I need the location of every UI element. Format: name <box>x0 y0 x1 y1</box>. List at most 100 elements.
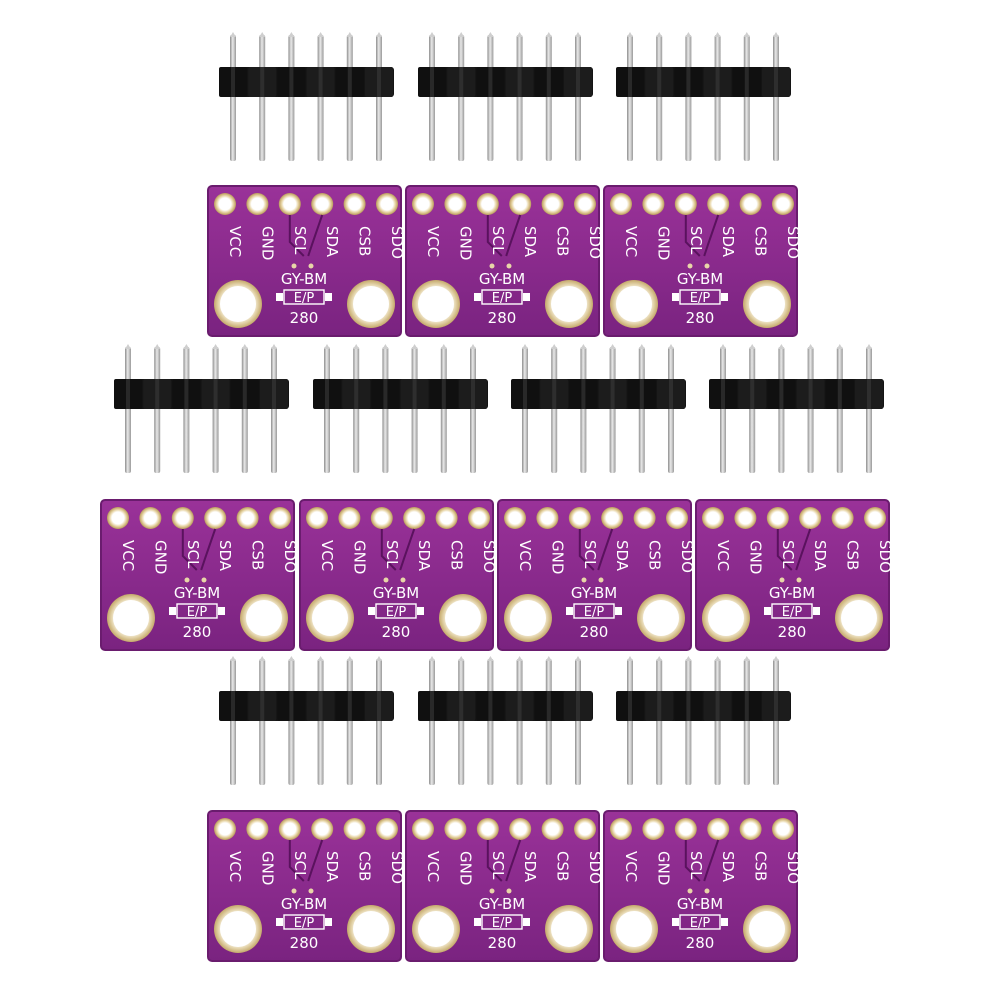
pcb-trace <box>684 215 701 257</box>
pad-hole <box>804 512 816 524</box>
pin-tip <box>458 32 465 37</box>
header-pin <box>125 347 131 473</box>
pin-through-body <box>289 67 294 97</box>
pin-tip <box>288 32 295 37</box>
header-pin <box>866 347 872 473</box>
pin-tip <box>656 656 663 661</box>
pin-through-body <box>628 691 632 721</box>
pin-label-csb: CSB <box>356 226 374 256</box>
pad-hole <box>869 512 881 524</box>
pin-through-body <box>546 67 551 97</box>
pin-through-body <box>430 691 434 721</box>
header-pin <box>545 35 552 161</box>
pad-hole <box>381 823 393 835</box>
pad-hole <box>514 198 526 210</box>
pin-header <box>219 32 394 161</box>
pad-hole <box>615 198 627 210</box>
model-line-1: GY-BM <box>677 895 723 913</box>
pin-label-gnd: GND <box>258 226 276 260</box>
model-line-1: GY-BM <box>479 270 525 288</box>
pad-hole <box>449 823 461 835</box>
pin-through-body <box>774 67 778 97</box>
pin-tip <box>259 32 266 37</box>
model-line-1: GY-BM <box>174 584 220 602</box>
via <box>308 888 314 894</box>
ep-box <box>573 603 615 619</box>
header-pin <box>685 35 692 161</box>
pad-hole <box>376 512 388 524</box>
pin-through-body <box>686 691 691 721</box>
sensor-chip-mark <box>276 293 283 301</box>
pin-tip <box>575 656 581 661</box>
via <box>184 577 190 583</box>
pin-through-body <box>459 67 464 97</box>
via <box>506 888 512 894</box>
pad-hole <box>777 198 789 210</box>
header-pin <box>183 347 190 473</box>
model-line-3: 280 <box>778 623 807 641</box>
header-pin <box>773 659 779 785</box>
pin-tip <box>487 656 494 661</box>
pin-tip <box>685 656 692 661</box>
via <box>581 577 587 583</box>
pin-label-gnd: GND <box>746 540 764 574</box>
pin-label-sdo: SDO <box>586 226 604 259</box>
pin-label-sdo: SDO <box>678 540 696 573</box>
pad-hole <box>647 823 659 835</box>
pad-hole <box>579 198 591 210</box>
pad-hole <box>449 198 461 210</box>
pin-tip <box>230 32 236 37</box>
pin-through-body <box>808 379 813 409</box>
pad-hole <box>417 198 429 210</box>
pin-through-body <box>517 691 522 721</box>
pin-tip <box>807 344 814 349</box>
header-pin <box>317 35 324 161</box>
header-pin <box>609 347 616 473</box>
model-line-2: E/P <box>690 291 711 306</box>
via <box>704 263 710 269</box>
sensor-chip-mark <box>721 293 728 301</box>
model-line-3: 280 <box>686 934 715 952</box>
mounting-hole-center <box>749 911 785 947</box>
header-pin <box>487 659 494 785</box>
pin-label-scl: SCL <box>383 540 401 569</box>
sensor-chip-mark <box>523 293 530 301</box>
pin-tip <box>551 344 558 349</box>
pin-through-body <box>628 67 632 97</box>
pin-through-body <box>260 691 265 721</box>
pin-label-vcc: VCC <box>516 540 534 571</box>
pad-hole <box>712 198 724 210</box>
pin-label-scl: SCL <box>687 851 705 880</box>
pin-through-body <box>715 67 720 97</box>
pin-tip <box>429 32 435 37</box>
pin-through-body <box>669 379 673 409</box>
header-pin <box>656 659 663 785</box>
mounting-hole-center <box>616 911 652 947</box>
pad-hole <box>381 198 393 210</box>
pin-through-body <box>213 379 218 409</box>
pin-label-sda: SDA <box>415 540 433 572</box>
pin-label-vcc: VCC <box>119 540 137 571</box>
pin-through-body <box>721 379 725 409</box>
sensor-chip-mark <box>218 607 225 615</box>
via <box>796 577 802 583</box>
pin-label-gnd: GND <box>456 851 474 885</box>
pin-through-body <box>581 379 586 409</box>
pin-label-gnd: GND <box>350 540 368 574</box>
sensor-chip-mark <box>417 607 424 615</box>
sensor-chip-mark <box>325 918 332 926</box>
pad-hole <box>837 512 849 524</box>
pin-tip <box>183 344 190 349</box>
pin-through-body <box>750 379 755 409</box>
pin-through-body <box>126 379 130 409</box>
via <box>383 577 389 583</box>
pad-hole <box>251 823 263 835</box>
pin-label-scl: SCL <box>184 540 202 569</box>
pin-label-sda: SDA <box>719 851 737 883</box>
pin-tip <box>470 344 476 349</box>
pin-header <box>616 32 791 161</box>
ep-box <box>283 289 325 305</box>
